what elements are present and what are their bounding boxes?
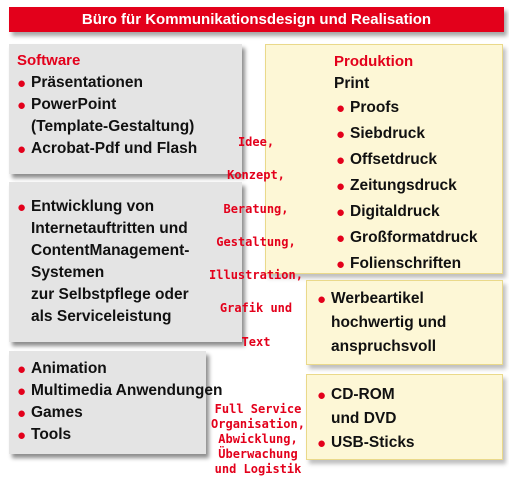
bullet-icon: ● [336, 152, 346, 169]
list-item-label: CD-ROM [331, 386, 395, 403]
list-item-label: Acrobat-Pdf und Flash [31, 140, 198, 157]
list-item: ● Digitaldruck [336, 199, 502, 225]
list-item-label: USB-Sticks [331, 434, 415, 451]
list-item: ● Proofs [336, 95, 502, 121]
list-item-continuation: ContentManagement- [31, 242, 190, 259]
bullet-icon: ● [17, 199, 27, 216]
full-service-text: Full Service Organisation, Abwicklung, Ü… [200, 402, 316, 477]
keyword: Idee, [237, 135, 275, 149]
full-service-line: Organisation, [211, 417, 305, 431]
list-item: ● Großformatdruck [336, 225, 502, 251]
list-item-label: Animation [31, 360, 107, 377]
list-item-label: Zeitungsdruck [350, 177, 457, 194]
bullet-icon: ● [317, 291, 327, 308]
list-item-label: Präsentationen [31, 74, 143, 91]
list-item-label: Proofs [350, 99, 400, 116]
produktion-title: Produktion [334, 53, 414, 70]
list-item-continuation: und DVD [331, 410, 397, 427]
page-header: Büro für Kommunikationsdesign und Realis… [9, 7, 504, 32]
bullet-icon: ● [17, 383, 27, 400]
datentraeger-box: ● CD-ROM und DVD ● USB-Sticks [306, 374, 503, 460]
keyword: Text [241, 334, 271, 349]
bullet-icon: ● [317, 435, 327, 452]
list-item-label: Multimedia Anwendungen [31, 382, 223, 399]
bullet-icon: ● [17, 75, 27, 92]
software-box: Software ● Präsentationen ● PowerPoint (… [9, 44, 242, 174]
list-item-label: Games [31, 404, 83, 421]
bullet-icon: ● [336, 126, 346, 143]
list-item: ● Zeitungsdruck [336, 173, 502, 199]
list-item-label: PowerPoint [31, 96, 117, 113]
werbeartikel-box: ● Werbeartikel hochwertig und anspruchsv… [306, 280, 503, 365]
produktion-box: Produktion Print ● Proofs ● Siebdruck ● … [265, 44, 503, 274]
bullet-icon: ● [17, 97, 27, 114]
list-item-label: Werbeartikel [331, 290, 424, 307]
list-item: ● Entwicklung von [17, 196, 242, 218]
full-service-line: Full Service [214, 402, 302, 416]
list-item: ● USB-Sticks [317, 431, 502, 455]
software-title: Software [17, 52, 81, 69]
list-item: ● Animation [17, 358, 206, 380]
bullet-icon: ● [17, 141, 27, 158]
list-item: ● Tools [17, 424, 206, 446]
list-item-label: Entwicklung von [31, 198, 155, 215]
list-item-label: Folienschriften [350, 255, 462, 272]
bullet-icon: ● [17, 427, 27, 444]
full-service-line: Überwachung [218, 447, 298, 461]
bullet-icon: ● [336, 256, 346, 273]
list-item-label: Großformatdruck [350, 229, 478, 246]
list-item-label: Tools [31, 426, 72, 443]
bullet-icon: ● [336, 178, 346, 195]
list-item: ● Siebdruck [336, 121, 502, 147]
bullet-icon: ● [336, 204, 346, 221]
list-item: ● Acrobat-Pdf und Flash [17, 138, 242, 160]
list-item-label: Offsetdruck [350, 151, 437, 168]
list-item: ● Präsentationen [17, 72, 242, 94]
full-service-line: Abwicklung, [218, 432, 298, 446]
list-item: ● Folienschriften [336, 251, 502, 277]
web-development-box: ● Entwicklung von Internetauftritten und… [9, 182, 242, 342]
center-keywords: Idee, Konzept, Beratung, Gestaltung, Ill… [206, 132, 306, 365]
keyword: Grafik und [219, 301, 293, 316]
bullet-icon: ● [336, 100, 346, 117]
list-item-continuation: Internetauftritten und [31, 220, 188, 237]
list-item-continuation: als Serviceleistung [31, 308, 172, 325]
keyword: Beratung, [223, 201, 289, 216]
list-item-continuation: zur Selbstpflege oder [31, 286, 189, 303]
full-service-line: und Logistik [214, 462, 302, 476]
list-item-label: Siebdruck [350, 125, 425, 142]
list-item-continuation: anspruchsvoll [331, 338, 437, 355]
bullet-icon: ● [336, 230, 346, 247]
list-item: ● PowerPoint [17, 94, 242, 116]
keyword: Konzept, [227, 168, 285, 183]
list-item-continuation: hochwertig und [331, 314, 447, 331]
list-item-continuation: Systemen [31, 264, 105, 281]
bullet-icon: ● [317, 387, 327, 404]
list-item: ● CD-ROM [317, 383, 502, 407]
list-item: ● Multimedia Anwendungen [17, 380, 222, 402]
multimedia-box: ● Animation ● Multimedia Anwendungen ● G… [9, 351, 222, 454]
list-item-continuation: (Template-Gestaltung) [31, 118, 195, 135]
keyword: Illustration, [209, 268, 303, 283]
keyword: Gestaltung, [216, 234, 296, 249]
produktion-subtitle: Print [334, 75, 370, 92]
bullet-icon: ● [17, 361, 27, 378]
list-item: ● Offsetdruck [336, 147, 502, 173]
list-item: ● Werbeartikel [317, 287, 502, 311]
list-item: ● Games [17, 402, 206, 424]
bullet-icon: ● [17, 405, 27, 422]
list-item-label: Digitaldruck [350, 203, 440, 220]
